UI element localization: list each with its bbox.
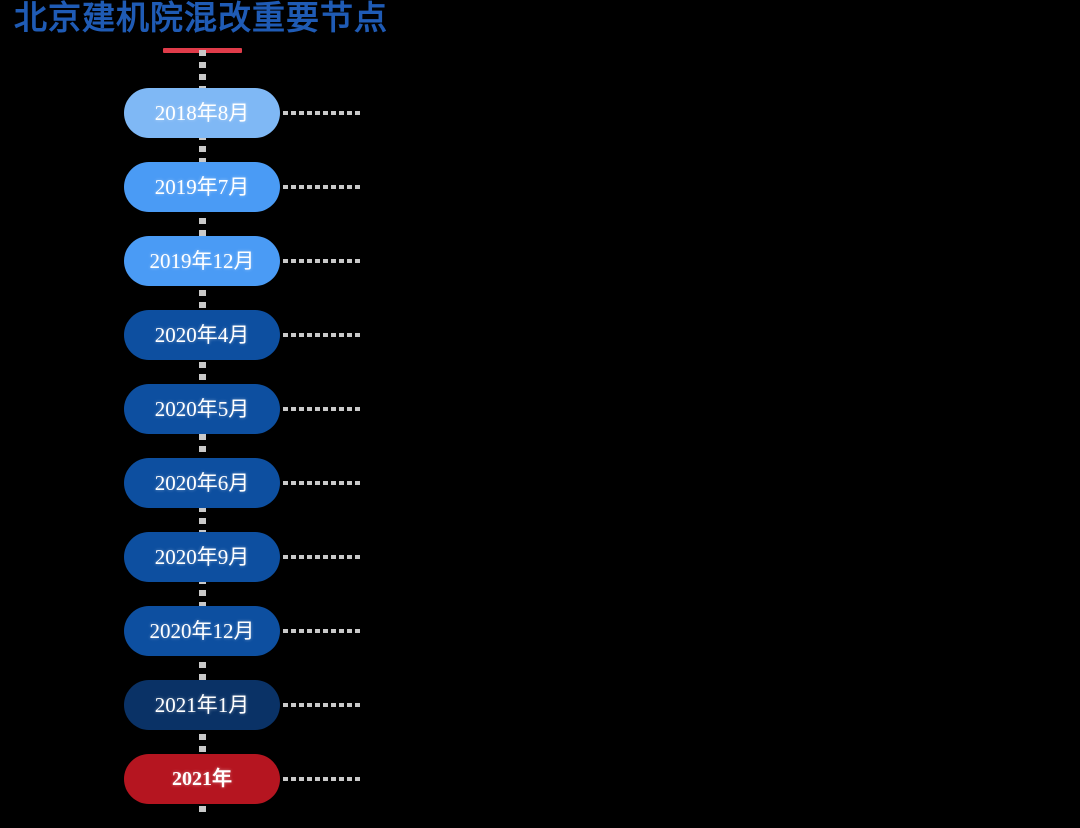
- timeline-connector-line: [283, 111, 361, 115]
- timeline-pill[interactable]: 2021年1月: [124, 680, 280, 730]
- timeline-pill[interactable]: 2020年12月: [124, 606, 280, 656]
- timeline-connector-line: [283, 407, 361, 411]
- timeline-pill[interactable]: 2020年6月: [124, 458, 280, 508]
- timeline-item: 2019年12月: [0, 236, 1080, 286]
- timeline-item-label: 2020年4月: [154, 322, 250, 347]
- timeline-pill[interactable]: 2020年9月: [124, 532, 280, 582]
- timeline-pill[interactable]: 2019年7月: [124, 162, 280, 212]
- timeline-connector-line: [283, 481, 361, 485]
- timeline-item-label: 2021年1月: [154, 692, 250, 717]
- timeline-item: 2020年12月: [0, 606, 1080, 656]
- timeline-item-label: 2019年12月: [149, 248, 255, 273]
- timeline-item: 2018年8月: [0, 88, 1080, 138]
- timeline-item: 2020年6月: [0, 458, 1080, 508]
- timeline-connector-line: [283, 629, 361, 633]
- timeline-pill[interactable]: 2020年5月: [124, 384, 280, 434]
- timeline-connector-line: [283, 185, 361, 189]
- timeline-connector-line: [283, 333, 361, 337]
- timeline-item: 2021年: [0, 754, 1080, 804]
- page-title-text: 北京建机院混改重要节点: [14, 0, 388, 36]
- timeline-item-label: 2019年7月: [154, 174, 250, 199]
- timeline-item-label: 2020年5月: [154, 396, 250, 421]
- page-title: 北京建机院混改重要节点: [14, 0, 434, 42]
- timeline-item-label: 2020年9月: [154, 544, 250, 569]
- timeline-item-label: 2020年6月: [154, 470, 250, 495]
- timeline-item: 2020年4月: [0, 310, 1080, 360]
- timeline-item-label: 2021年: [172, 768, 232, 790]
- timeline-item: 2020年9月: [0, 532, 1080, 582]
- timeline-connector-line: [283, 777, 361, 781]
- timeline-item: 2021年1月: [0, 680, 1080, 730]
- timeline-item: 2019年7月: [0, 162, 1080, 212]
- timeline-connector-line: [283, 259, 361, 263]
- timeline-item-label: 2018年8月: [154, 100, 250, 125]
- timeline-pill-current[interactable]: 2021年: [124, 754, 280, 804]
- timeline-pill[interactable]: 2020年4月: [124, 310, 280, 360]
- timeline-pill[interactable]: 2018年8月: [124, 88, 280, 138]
- timeline-list: 2018年8月 2019年7月 2019年12月 2020年4月 2020年5月 2020…: [0, 88, 1080, 828]
- timeline-item: 2020年5月: [0, 384, 1080, 434]
- timeline-pill[interactable]: 2019年12月: [124, 236, 280, 286]
- timeline-item-label: 2020年12月: [149, 618, 255, 643]
- timeline-connector-line: [283, 555, 361, 559]
- timeline-connector-line: [283, 703, 361, 707]
